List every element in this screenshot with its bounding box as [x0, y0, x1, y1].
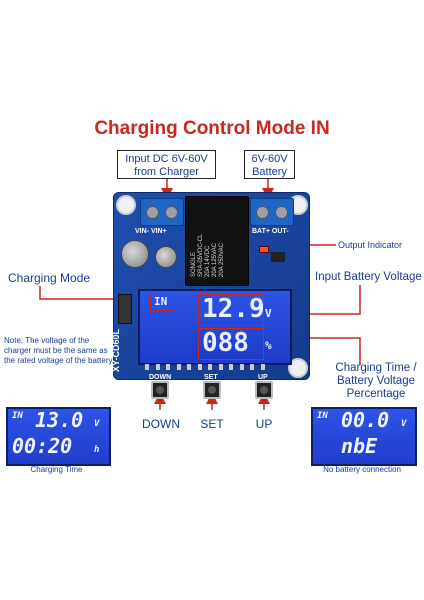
down-label: DOWN	[142, 417, 180, 431]
relay-line-1: SONGLE	[191, 251, 197, 277]
right-caption: No battery connection	[323, 465, 401, 474]
up-button[interactable]	[255, 381, 273, 399]
capacitor	[121, 240, 149, 268]
output-indicator-led	[259, 246, 269, 253]
relay-line-5: 20A 250VAC	[219, 243, 225, 277]
battery-callout: 6V-60V Battery	[244, 150, 295, 179]
arrow-charging-time	[287, 332, 361, 365]
up-label: UP	[255, 417, 273, 431]
capacitor	[155, 246, 177, 268]
screw-icon	[256, 206, 269, 219]
controller-board: VIN- VIN+ SONGLE SRA-05VDC-CL 20A 14VDC …	[111, 192, 310, 381]
board-down-label: DOWN	[149, 374, 172, 381]
voltage-highlight	[198, 294, 264, 326]
relay: SONGLE SRA-05VDC-CL 20A 14VDC 20A 125VAC…	[185, 196, 249, 286]
battery-terminal-block	[250, 198, 294, 226]
charging-time-line-1: Charging Time /	[335, 362, 417, 374]
main-lcd: IN 12.9 V 088 %	[138, 289, 292, 365]
mode-highlight	[150, 295, 174, 311]
relay-line-3: 20A 14VDC	[205, 245, 211, 277]
board-set-label: SET	[204, 374, 218, 381]
charging-mode-label: Charging Mode	[8, 271, 91, 285]
left-caption: Charging Time	[30, 465, 83, 474]
charging-time-line-3: Percentage	[346, 388, 406, 400]
screw-icon	[275, 206, 288, 219]
main-bottom-value: 088	[202, 328, 249, 358]
battery-line-1: 6V-60V	[251, 153, 288, 165]
vin-label: VIN- VIN+	[135, 228, 167, 235]
relay-label: SONGLE SRA-05VDC-CL 20A 14VDC 20A 125VAC…	[191, 207, 226, 277]
model-label: XY-CD60L	[111, 328, 121, 372]
battery-line-2: Battery	[252, 166, 287, 178]
board-up-label: UP	[258, 374, 268, 381]
page-title: Charging Control Mode IN	[94, 118, 330, 139]
right-bottom-value: nbE	[341, 434, 378, 458]
screw-icon	[165, 206, 178, 219]
output-indicator-label: Output Indicator	[338, 240, 403, 250]
right-mode: IN	[317, 411, 328, 421]
relay-line-4: 20A 125VAC	[212, 243, 218, 277]
mount-hole	[288, 358, 308, 378]
main-top-value: 12.9	[202, 294, 265, 324]
down-button[interactable]	[151, 381, 169, 399]
right-top-value: 00.0	[341, 408, 390, 432]
right-top-unit: V	[401, 419, 407, 429]
charging-time-label: Charging Time / Battery Voltage Percenta…	[331, 362, 421, 401]
chip-icon	[271, 252, 285, 262]
set-label: SET	[200, 417, 224, 431]
left-top-unit: V	[94, 419, 100, 429]
charging-time-line-2: Battery Voltage	[337, 375, 415, 387]
screw-icon	[146, 206, 159, 219]
bat-out-label: BAT+ OUT-	[252, 228, 289, 235]
left-bottom-unit: h	[94, 445, 100, 455]
relay-line-2: SRA-05VDC-CL	[198, 233, 204, 277]
voltage-note: Note: The voltage of the charger must be…	[4, 336, 115, 365]
left-bottom-value: 00:20	[12, 434, 73, 458]
mode-jumper	[118, 294, 132, 324]
left-top-value: 13.0	[35, 408, 84, 432]
main-mode: IN	[154, 295, 168, 308]
set-button[interactable]	[203, 381, 221, 399]
right-mini-lcd: IN 00.0 V nbE	[311, 407, 417, 466]
mount-hole	[116, 195, 136, 215]
input-dc-callout: Input DC 6V-60V from Charger	[117, 150, 216, 179]
main-bottom-unit: %	[265, 339, 272, 352]
input-dc-line-2: from Charger	[134, 166, 199, 178]
input-terminal-block	[140, 198, 184, 226]
left-mini-lcd: IN 13.0 V 00:20 h	[6, 407, 111, 466]
left-mode: IN	[12, 411, 23, 421]
main-top-unit: V	[265, 307, 272, 320]
arrow-charging-mode	[39, 286, 142, 305]
input-battery-voltage-label: Input Battery Voltage	[315, 271, 422, 283]
input-dc-line-1: Input DC 6V-60V	[125, 153, 208, 165]
arrow-input-battery-voltage	[287, 285, 361, 320]
lcd-pins	[145, 364, 265, 370]
percent-highlight	[198, 328, 264, 360]
